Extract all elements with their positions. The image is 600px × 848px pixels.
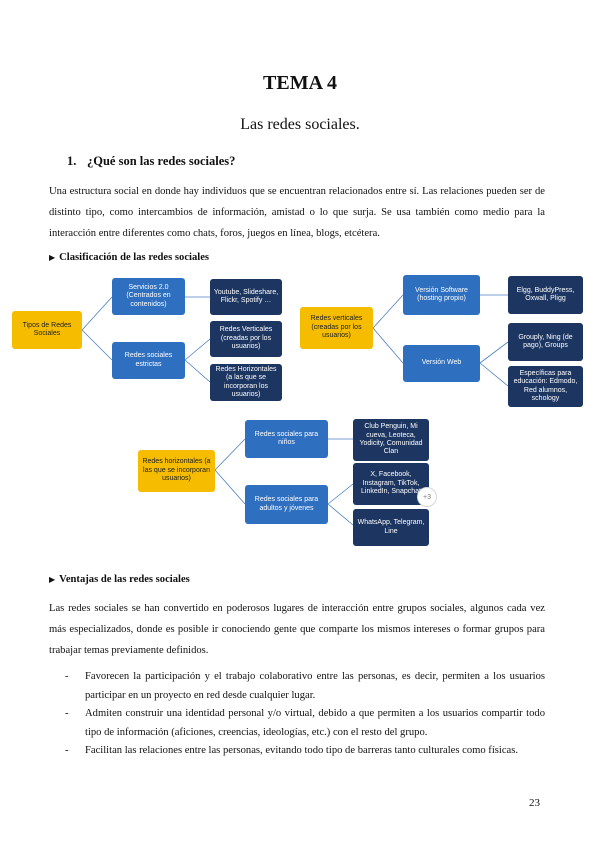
list-item: -Favorecen la participación y el trabajo…	[65, 671, 545, 701]
advantages-heading-text: Ventajas de las redes sociales	[59, 574, 190, 585]
list-item-text: Facilitan las relaciones entre las perso…	[85, 745, 519, 756]
intro-paragraph: Una estructura social en donde hay indiv…	[49, 186, 545, 239]
node-version-software: Versión Software (hosting propio)	[403, 275, 480, 315]
list-item-text: Admiten construir una identidad personal…	[85, 708, 545, 738]
node-web-ejemplos: Grouply, Ning (de pago), Groups	[508, 323, 583, 361]
node-redes-verticales-ref: Redes Verticales (creadas por los usuari…	[210, 321, 282, 357]
section-number: 1.	[67, 154, 77, 168]
node-redes-verticales: Redes verticales (creadas por los usuari…	[300, 307, 373, 349]
node-software-ejemplos: Elgg, BuddyPress, Oxwall, Pligg	[508, 276, 583, 314]
overflow-badge: +3	[417, 487, 437, 507]
classification-heading-text: Clasificación de las redes sociales	[59, 252, 210, 263]
node-redes-ninos: Redes sociales para niños	[245, 420, 328, 458]
node-adultos-ejemplos: X, Facebook, Instagram, TikTok, LinkedIn…	[353, 463, 429, 505]
page-title: TEMA 4	[263, 72, 337, 94]
node-servicios-2-0: Servicios 2.0 (Centrados en contenidos)	[112, 278, 185, 315]
advantages-paragraph: Las redes sociales se han convertido en …	[49, 603, 545, 656]
section-heading-text: ¿Qué son las redes sociales?	[87, 154, 236, 168]
node-redes-adultos: Redes sociales para adultos y jóvenes	[245, 485, 328, 524]
list-item: -Admiten construir una identidad persona…	[65, 708, 545, 738]
triangle-bullet-icon: ▶	[49, 575, 56, 584]
node-tipos-redes: Tipos de Redes Sociales	[12, 311, 82, 349]
classification-heading: ▶Clasificación de las redes sociales	[49, 252, 209, 263]
page-number: 23	[529, 797, 540, 809]
node-mensajeria-ejemplos: WhatsApp, Telegram, Line	[353, 509, 429, 546]
node-redes-estrictas: Redes sociales estrictas	[112, 342, 185, 379]
node-version-web: Versión Web	[403, 345, 480, 382]
node-redes-horizontales: Redes horizontales (a las que se incorpo…	[138, 450, 215, 492]
node-ninos-ejemplos: Club Penguin, Mi cueva, Leoteca, Yodicit…	[353, 419, 429, 461]
section-heading: 1. ¿Qué son las redes sociales?	[67, 154, 235, 169]
advantages-heading: ▶Ventajas de las redes sociales	[49, 574, 190, 585]
page-subtitle: Las redes sociales.	[240, 116, 360, 133]
node-especificas-educacion: Específicas para educación: Edmodo, Red …	[508, 366, 583, 407]
list-item-text: Favorecen la participación y el trabajo …	[85, 671, 545, 701]
node-redes-horizontales-ref: Redes Horizontales (a las que se incorpo…	[210, 364, 282, 401]
node-servicios-ejemplos: Youtube, Slideshare, Flickr, Spotify …	[210, 279, 282, 315]
list-item: -Facilitan las relaciones entre las pers…	[65, 745, 519, 756]
advantages-list: -Favorecen la participación y el trabajo…	[49, 668, 545, 761]
triangle-bullet-icon: ▶	[49, 253, 56, 262]
